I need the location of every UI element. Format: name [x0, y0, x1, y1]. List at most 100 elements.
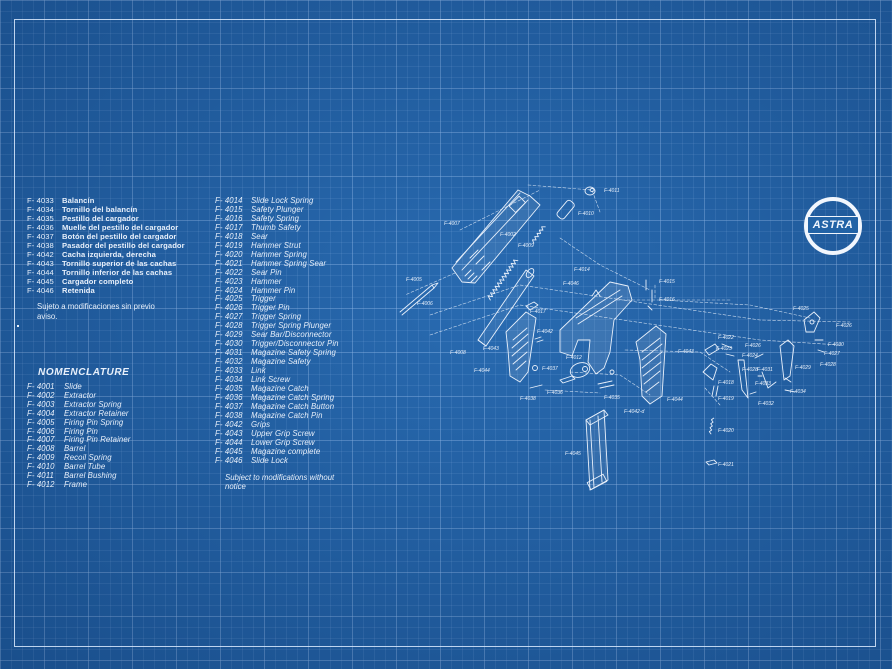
- callout-f4042: F-4042: [537, 329, 553, 335]
- callout-f4022: F-4022: [718, 335, 734, 341]
- callout-f4036: F-4036: [547, 390, 563, 396]
- part-code: F- 4029: [215, 330, 243, 340]
- nomenclature-title: NOMENCLATURE: [38, 367, 130, 378]
- callout-f4006: F-4006: [417, 301, 433, 307]
- part-name: Firing Pin Retainer: [64, 435, 131, 445]
- small-parts-right: [702, 311, 825, 466]
- part-name: Link Screw: [251, 375, 291, 385]
- part-code: F- 4003: [27, 399, 55, 409]
- part-code: F- 4031: [215, 348, 243, 358]
- callout-f4026: F-4026: [836, 323, 852, 329]
- part-name: Link: [251, 366, 266, 376]
- callout-f4023: F-4023: [716, 346, 732, 352]
- logo-text: ASTRA: [807, 216, 859, 234]
- part-code: F- 4010: [27, 462, 55, 472]
- callout-f4017: F-4017: [530, 309, 546, 315]
- part-code: F- 4025: [215, 294, 243, 304]
- part-code: F- 4012: [27, 479, 55, 489]
- callout-f4046: F-4046: [563, 281, 579, 287]
- part-code: F- 4034: [27, 205, 54, 214]
- part-code: F- 4042: [215, 419, 243, 429]
- part-code: F- 4017: [215, 222, 243, 232]
- part-code: F- 4032: [215, 357, 243, 367]
- callout-f4031: F-4031: [757, 367, 773, 373]
- part-name: Safety Plunger: [251, 204, 304, 214]
- part-name: Cargador completo: [62, 277, 134, 286]
- part-name: Trigger Spring Plunger: [251, 321, 332, 331]
- part-name: Pasador del pestillo del cargador: [62, 241, 185, 250]
- part-code: F- 4004: [27, 408, 55, 418]
- part-code: F- 4005: [27, 417, 55, 427]
- part-code: F- 4044: [215, 437, 243, 447]
- part-name: Hammer Spring Sear: [251, 258, 327, 268]
- part-name: Tornillo del balancín: [62, 205, 138, 214]
- part-code: F- 4030: [215, 339, 243, 349]
- part-name: Upper Grip Screw: [251, 428, 315, 438]
- callout-f4015: F-4015: [659, 279, 675, 285]
- part-code: F- 4035: [215, 384, 243, 394]
- part-entry: F- 4004 Extractor Retainer: [27, 408, 130, 419]
- callout-f4020: F-4020: [718, 428, 734, 434]
- part-name: Lower Grip Screw: [251, 437, 315, 447]
- firing-pin-part: [399, 282, 439, 316]
- callout-f4038: F-4038: [520, 396, 536, 402]
- frame-part: [559, 281, 633, 378]
- part-code: F- 4036: [27, 223, 54, 232]
- callout-f4044: F-4044: [474, 368, 490, 374]
- part-name: Safety Spring: [251, 213, 300, 223]
- part-code: F- 4035: [27, 214, 54, 223]
- part-name: Extractor Retainer: [64, 408, 129, 418]
- part-code: F- 4001: [27, 382, 55, 391]
- callout-f4016: F-4016: [659, 297, 675, 303]
- part-code: F- 4045: [215, 446, 243, 456]
- part-code: F- 4026: [215, 303, 243, 313]
- callout-f4014: F-4014: [574, 267, 590, 273]
- part-name: Magazine Catch Pin: [251, 410, 323, 420]
- callout-f4008: F-4008: [450, 350, 466, 356]
- part-code: F- 4008: [27, 444, 55, 454]
- part-code: F- 4022: [215, 267, 243, 277]
- spring-2-part: [532, 226, 546, 244]
- part-entry: F- 4034 Tornillo del balancín: [27, 205, 185, 214]
- part-name: Barrel Tube: [64, 462, 106, 472]
- callout-f4030: F-4030: [828, 342, 844, 348]
- part-name: Hammer Spring: [251, 249, 307, 259]
- right-grip-part: [635, 325, 667, 405]
- callout-f4010: F-4010: [578, 211, 594, 217]
- part-name: Magazine Catch Button: [251, 401, 335, 411]
- part-code: F- 4019: [215, 240, 243, 250]
- callout-f4002: F-4002: [500, 232, 516, 238]
- part-code: F- 4015: [215, 204, 243, 214]
- part-entry: F- 4015 Safety Plunger: [215, 204, 339, 215]
- part-name: Cacha izquierda, derecha: [62, 250, 156, 259]
- part-code: F- 4042: [27, 250, 54, 259]
- callout-f4034: F-4034: [790, 389, 806, 395]
- part-name: Recoil Spring: [64, 453, 112, 463]
- part-code: F- 4023: [215, 276, 243, 286]
- drawing-border: [14, 19, 876, 647]
- slide-part: [451, 189, 541, 284]
- note-english: Subject to modifications without notice: [225, 473, 335, 491]
- part-name: Botón del pestillo del cargador: [62, 232, 177, 241]
- callout-f4042d: F-4042-d: [624, 409, 645, 415]
- note-spanish: Sujeto a modificaciones sin previo aviso…: [37, 302, 155, 321]
- callout-f4025: F-4025: [793, 306, 809, 312]
- barrel-part: [477, 268, 535, 347]
